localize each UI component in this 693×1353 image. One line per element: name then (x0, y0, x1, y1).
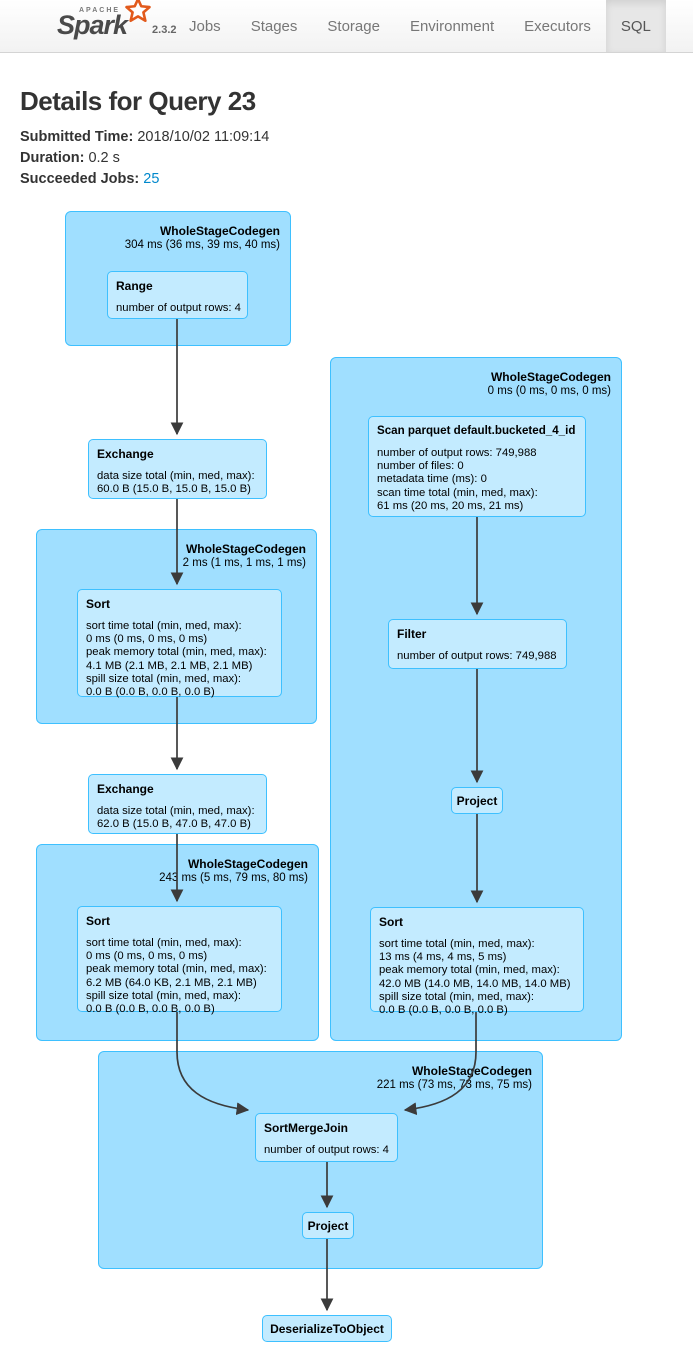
duration-value: 0.2 s (88, 150, 120, 166)
nav-item-jobs: Jobs (174, 0, 236, 52)
plan-node-exchange-1: Exchange data size total (min, med, max)… (88, 439, 267, 499)
spark-star-icon (125, 0, 151, 23)
plan-edges (170, 319, 484, 1312)
nav-link-jobs[interactable]: Jobs (189, 17, 221, 35)
succeeded-jobs-label: Succeeded Jobs: (20, 171, 140, 187)
nav-link-executors[interactable]: Executors (524, 17, 591, 35)
edge-sort2-sortmergejoin (176, 1012, 250, 1116)
plan-node-filter: Filter number of output rows: 749,988 (388, 619, 567, 669)
nav-item-environment: Environment (395, 0, 509, 52)
submitted-time-value: 2018/10/02 11:09:14 (137, 129, 270, 145)
query-plan-visualization: WholeStageCodegen 304 ms (36 ms, 39 ms, … (0, 194, 693, 1352)
duration-row: Duration: 0.2 s (20, 148, 693, 169)
apache-label: APACHE (79, 7, 121, 14)
edge-sort3-sortmergejoin (403, 1012, 477, 1116)
nav-link-sql[interactable]: SQL (605, 0, 666, 52)
duration-label: Duration: (20, 150, 85, 166)
nav-item-stages: Stages (236, 0, 313, 52)
page-title: Details for Query 23 (20, 86, 256, 116)
spark-logo-text: APACHE Spark (57, 0, 151, 40)
plan-node-project-2: Project (302, 1212, 354, 1239)
query-meta-list: Submitted Time: 2018/10/02 11:09:14 Dura… (0, 127, 693, 190)
nav-item-storage: Storage (312, 0, 395, 52)
top-navbar: APACHE Spark 2.3.2 Jobs Stages Storage E… (0, 0, 693, 53)
plan-node-scan-parquet: Scan parquet default.bucketed_4_id numbe… (368, 416, 586, 517)
plan-node-range: Range number of output rows: 4 (107, 271, 248, 319)
nav-item-sql: SQL (605, 0, 666, 52)
cluster-label: WholeStageCodegen 2 ms (1 ms, 1 ms, 1 ms… (182, 542, 306, 569)
cluster-label: WholeStageCodegen 243 ms (5 ms, 79 ms, 8… (159, 857, 308, 884)
succeeded-jobs-link[interactable]: 25 (143, 171, 160, 187)
plan-node-exchange-2: Exchange data size total (min, med, max)… (88, 774, 267, 834)
nav-link-storage[interactable]: Storage (327, 17, 380, 35)
plan-node-sort-1: Sort sort time total (min, med, max): 0 … (77, 589, 282, 698)
nav-item-executors: Executors (509, 0, 606, 52)
cluster-label: WholeStageCodegen 221 ms (73 ms, 73 ms, … (376, 1064, 532, 1091)
succeeded-jobs-row: Succeeded Jobs: 25 (20, 169, 693, 190)
nav-link-environment[interactable]: Environment (409, 17, 495, 35)
plan-node-sort-2: Sort sort time total (min, med, max): 0 … (77, 906, 282, 1015)
plan-node-sortmergejoin: SortMergeJoin number of output rows: 4 (255, 1113, 398, 1162)
nav-link-stages[interactable]: Stages (250, 17, 298, 35)
submitted-time-row: Submitted Time: 2018/10/02 11:09:14 (20, 127, 693, 148)
plan-node-project-1: Project (451, 787, 503, 814)
submitted-time-label: Submitted Time: (20, 129, 134, 145)
plan-node-deserializetoobject: DeserializeToObject (262, 1315, 392, 1342)
cluster-label: WholeStageCodegen 304 ms (36 ms, 39 ms, … (124, 224, 280, 251)
cluster-label: WholeStageCodegen 0 ms (0 ms, 0 ms, 0 ms… (487, 370, 611, 397)
spark-logo[interactable]: APACHE Spark 2.3.2 (57, 0, 177, 40)
main-nav: Jobs Stages Storage Environment Executor… (174, 0, 666, 52)
plan-node-sort-3: Sort sort time total (min, med, max): 13… (370, 907, 584, 1016)
spark-wordmark: Spark (57, 10, 128, 40)
spark-version: 2.3.2 (152, 24, 177, 36)
